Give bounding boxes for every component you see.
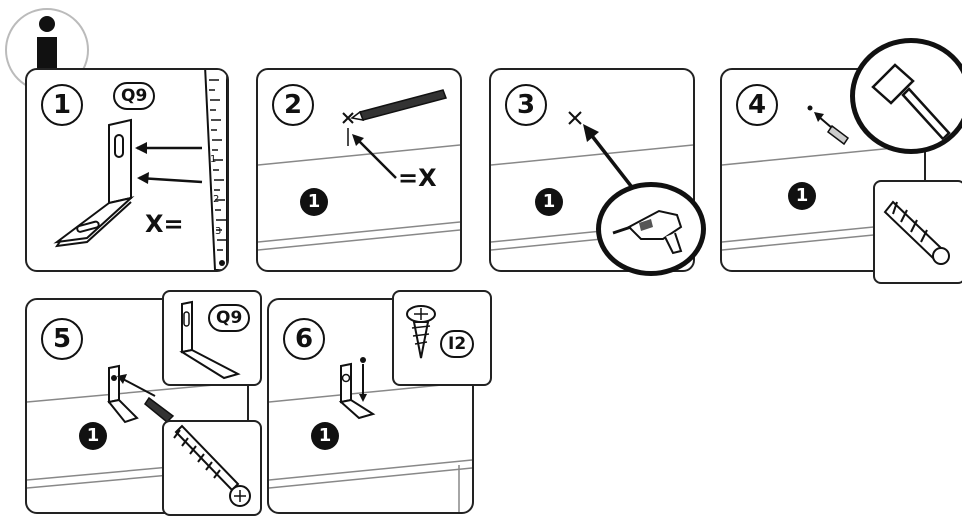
step-5-wall-marker: 1 xyxy=(79,422,107,450)
drill-arrow xyxy=(583,124,633,188)
bracket-icon xyxy=(179,300,241,380)
wall-plug-icon xyxy=(883,200,950,265)
step-1-panel: 1 Q9 X= 1 2 3 xyxy=(25,68,229,272)
ruler-tick-label-2: 2 xyxy=(213,194,220,205)
step-6-panel: 6 1 xyxy=(267,298,474,514)
step-1-measure-label: X= xyxy=(145,210,184,238)
short-screw-detail: I2 xyxy=(392,290,492,386)
anchor-insert xyxy=(807,105,850,146)
step-4-panel: 4 1 xyxy=(720,68,926,272)
drill-detail-circle xyxy=(596,182,706,276)
step-4-wall-marker: 1 xyxy=(788,182,816,210)
wall-lines xyxy=(258,144,460,251)
drill-icon xyxy=(612,209,683,255)
measure-arrows xyxy=(135,142,203,184)
long-screw-icon xyxy=(173,424,251,507)
distance-arrow xyxy=(352,134,397,179)
ruler-tick-label-1: 1 xyxy=(210,154,217,165)
drill-mark xyxy=(568,111,582,125)
short-screw-icon xyxy=(406,305,436,359)
step-3-number: 3 xyxy=(505,84,547,126)
wall-bracket-illustration xyxy=(53,118,135,248)
step-4-number: 4 xyxy=(736,84,778,126)
pencil-mark xyxy=(342,89,447,146)
ruler-tick-label-3: 3 xyxy=(215,226,222,237)
bracket-mounted xyxy=(338,357,376,420)
hammer-icon xyxy=(871,63,951,141)
step-1-part-code: Q9 xyxy=(113,82,156,110)
step-2-measure-label: =X xyxy=(398,164,437,192)
hammer-detail-circle xyxy=(850,38,962,154)
info-dot xyxy=(39,16,55,32)
step-5-number: 5 xyxy=(41,318,83,360)
step-5-part-code: Q9 xyxy=(208,304,251,332)
screw-detail xyxy=(162,420,262,516)
measuring-ruler xyxy=(204,70,227,270)
step-2-wall-marker: 1 xyxy=(300,188,328,216)
step-2-number: 2 xyxy=(272,84,314,126)
step-1-number: 1 xyxy=(41,84,83,126)
step-6-part-code: I2 xyxy=(440,330,475,358)
bracket-detail: Q9 xyxy=(162,290,262,386)
step-3-wall-marker: 1 xyxy=(535,188,563,216)
step-6-number: 6 xyxy=(283,318,325,360)
step-6-wall-marker: 1 xyxy=(311,422,339,450)
wall-plug-detail xyxy=(873,180,962,284)
step-2-panel: 2 =X 1 xyxy=(256,68,462,272)
